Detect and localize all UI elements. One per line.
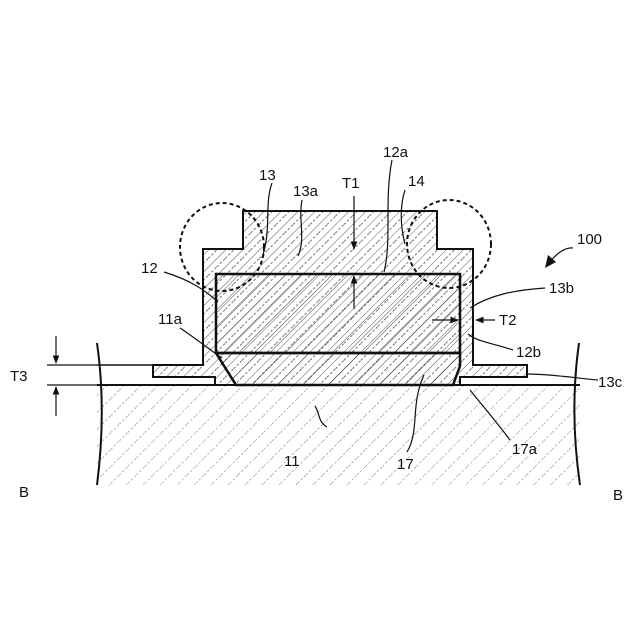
layer-17 [216, 353, 460, 385]
label-13c: 13c [598, 374, 623, 391]
label-t2: T2 [499, 312, 517, 329]
label-13b: 13b [549, 280, 574, 297]
label-17a: 17a [512, 441, 538, 458]
label-13a: 13a [293, 183, 319, 200]
label-t1: T1 [342, 175, 360, 192]
dimension-t3 [47, 336, 97, 416]
section-mark-left: B [19, 484, 29, 501]
label-11: 11 [284, 453, 300, 470]
section-mark-right: B [613, 487, 623, 504]
label-11a: 11a [158, 311, 183, 328]
label-12b: 12b [516, 344, 541, 361]
label-13: 13 [259, 167, 276, 184]
label-14: 14 [408, 173, 425, 190]
label-17: 17 [397, 456, 414, 473]
label-reference-100: 100 [577, 231, 602, 248]
label-12a: 12a [383, 144, 409, 161]
layer-12 [216, 274, 460, 353]
label-t3: T3 [10, 368, 28, 385]
label-12: 12 [141, 260, 158, 277]
